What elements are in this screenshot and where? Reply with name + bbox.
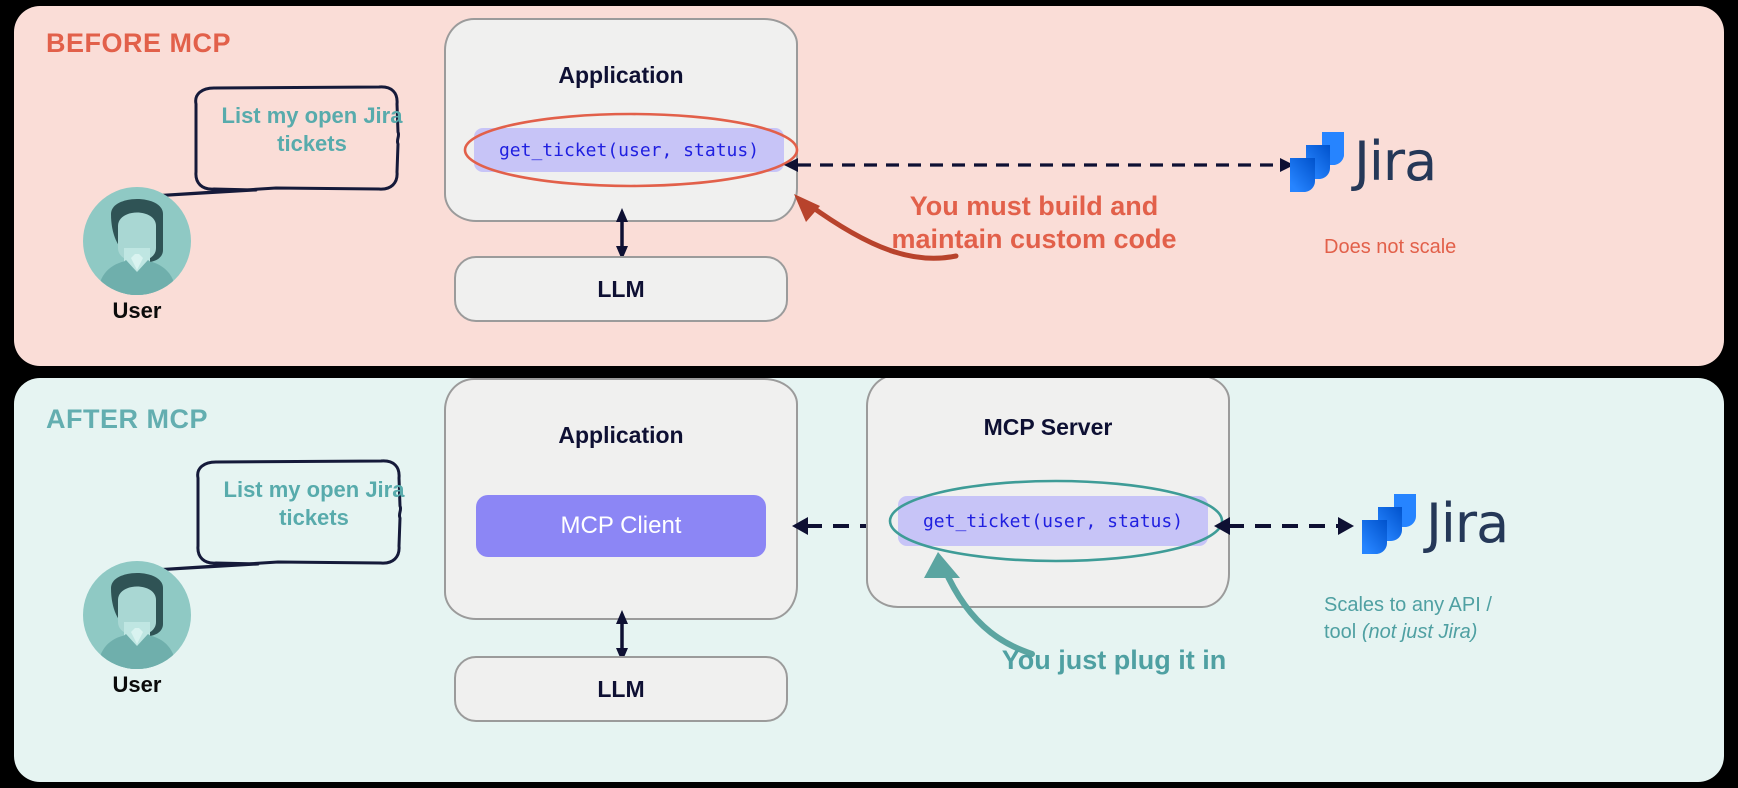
before-annotation-arrow bbox=[794, 194, 959, 261]
user-avatar-icon bbox=[83, 561, 191, 669]
mcp-server-code-chip[interactable]: get_ticket(user, status) bbox=[898, 496, 1208, 546]
highlight-ellipse-red bbox=[463, 112, 799, 188]
jira-wordmark: Jira bbox=[1426, 492, 1509, 555]
jira-logo-icon bbox=[1290, 132, 1344, 192]
after-mcp-panel: AFTER MCP List my open Jira tickets User bbox=[14, 378, 1724, 782]
before-speech-bubble bbox=[134, 85, 401, 199]
after-llm-title: LLM bbox=[597, 676, 645, 702]
before-llm-title: LLM bbox=[597, 276, 645, 302]
before-app-llm-arrow bbox=[616, 208, 628, 260]
before-code-chip[interactable]: get_ticket(user, status) bbox=[474, 128, 784, 172]
mcp-client-button[interactable]: MCP Client bbox=[476, 495, 766, 557]
after-annotation-text: You just plug it in bbox=[1001, 645, 1227, 675]
after-mcp-title: AFTER MCP bbox=[46, 404, 208, 434]
before-scale-note: Does not scale bbox=[1324, 236, 1457, 258]
after-user-label: User bbox=[112, 672, 162, 697]
before-user-label: User bbox=[112, 298, 162, 323]
before-application-title: Application bbox=[558, 62, 684, 88]
jira-wordmark: Jira bbox=[1354, 130, 1437, 193]
after-speech-bubble bbox=[136, 459, 403, 573]
user-avatar-icon bbox=[83, 187, 191, 295]
before-annotation-text: You must build and maintain custom code bbox=[891, 191, 1177, 254]
after-llm-box: LLM bbox=[454, 656, 788, 722]
before-mcp-panel: BEFORE MCP List my open Jira tickets Use… bbox=[14, 6, 1724, 366]
after-application-title: Application bbox=[558, 422, 684, 448]
mcp-server-title: MCP Server bbox=[983, 414, 1113, 440]
after-bubble-text: List my open Jira tickets bbox=[223, 477, 405, 531]
server-jira-connector bbox=[1214, 517, 1354, 535]
after-annotation-arrow bbox=[924, 552, 1035, 657]
highlight-ellipse-teal bbox=[888, 479, 1224, 563]
before-mcp-title: BEFORE MCP bbox=[46, 28, 232, 58]
before-jira-connector bbox=[784, 158, 1294, 172]
after-scale-note: Scales to any API / tool (not just Jira) bbox=[1324, 594, 1492, 643]
jira-logo-icon bbox=[1362, 494, 1416, 554]
after-app-llm-arrow bbox=[616, 610, 628, 662]
before-application-box: Application bbox=[444, 18, 798, 222]
before-llm-box: LLM bbox=[454, 256, 788, 322]
before-bubble-text: List my open Jira tickets bbox=[221, 103, 403, 157]
